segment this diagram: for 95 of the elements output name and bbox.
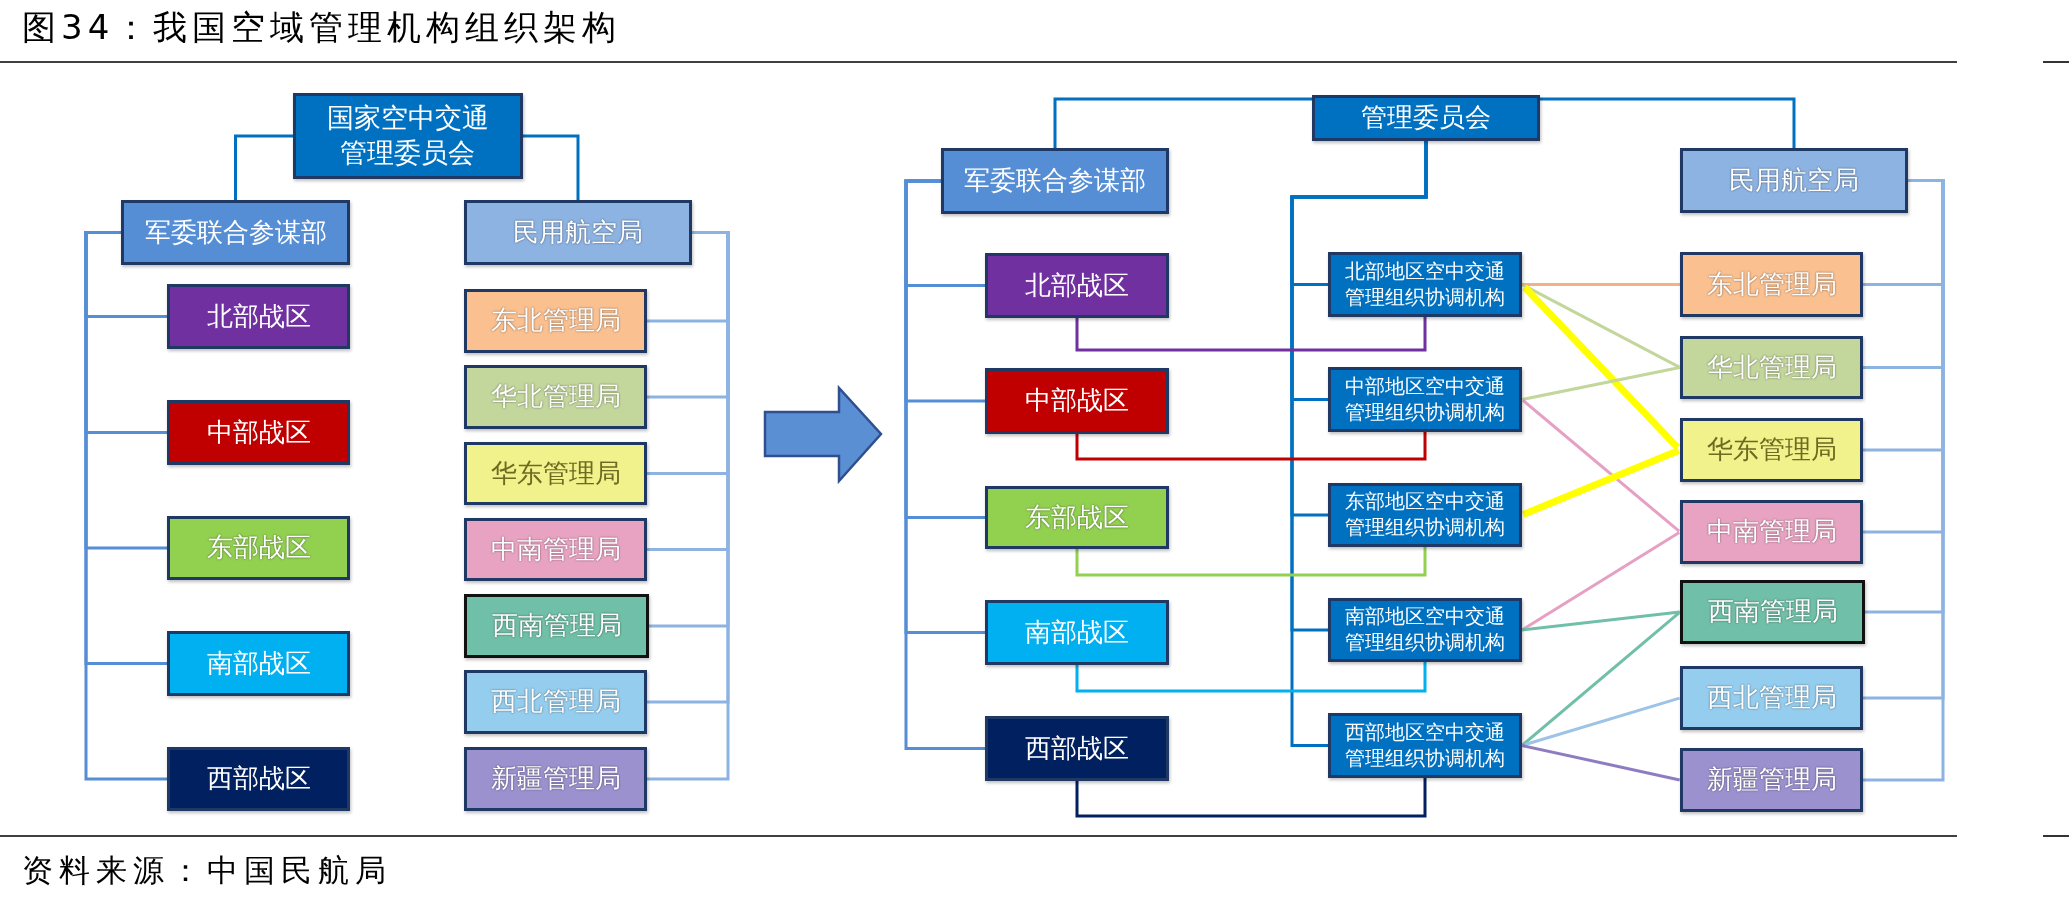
box-label: 西部地区空中交通管理组织协调机构 xyxy=(1344,719,1506,772)
box-label: 西部战区 xyxy=(206,762,311,796)
connector-line xyxy=(1075,317,1427,352)
connector-line xyxy=(1522,744,1680,782)
org-box xyxy=(985,253,1169,318)
org-box xyxy=(985,486,1169,549)
box-label: 东部地区空中交通管理组织协调机构 xyxy=(1344,489,1506,541)
source-note: 资料来源：中国民航局 xyxy=(22,852,392,890)
box-label: 西北管理局 xyxy=(1706,681,1837,715)
org-box xyxy=(1680,336,1863,399)
org-box xyxy=(1680,666,1863,730)
connector-line xyxy=(1075,547,1427,577)
org-box xyxy=(1328,367,1522,432)
box-label: 华东管理局 xyxy=(1706,433,1837,467)
connector-line xyxy=(1522,284,1680,450)
figure-title: 图34：我国空域管理机构组织架构 xyxy=(22,7,622,48)
org-box xyxy=(1680,252,1863,317)
org-box xyxy=(1328,252,1522,317)
box-label: 中南管理局 xyxy=(1706,515,1837,549)
connector-line xyxy=(523,134,580,200)
org-box xyxy=(464,365,647,429)
connector-line xyxy=(1075,432,1427,461)
box-label: 西南管理局 xyxy=(1707,595,1838,629)
org-box xyxy=(167,400,350,465)
org-box xyxy=(985,368,1169,434)
connector-line xyxy=(1522,696,1680,747)
org-box xyxy=(167,284,350,349)
org-box xyxy=(464,200,692,265)
org-box xyxy=(167,747,350,811)
box-label: 新疆管理局 xyxy=(490,762,621,796)
org-box xyxy=(1680,418,1863,482)
org-box xyxy=(464,518,647,581)
connector-line xyxy=(84,231,167,781)
connector-line xyxy=(1522,283,1680,369)
connector-line xyxy=(1522,447,1680,518)
connector-line xyxy=(1075,778,1427,818)
org-box xyxy=(293,93,523,179)
org-box xyxy=(464,594,649,658)
org-box xyxy=(1328,483,1522,547)
box-label: 西部战区 xyxy=(1025,731,1129,765)
org-box xyxy=(464,442,647,505)
box-label: 中部地区空中交通管理组织协调机构 xyxy=(1344,373,1506,426)
org-box xyxy=(1680,500,1863,564)
box-label: 北部战区 xyxy=(206,299,311,333)
connector-line xyxy=(904,179,985,750)
connector-line xyxy=(1540,97,1796,148)
box-label: 军委联合参谋部 xyxy=(964,164,1146,198)
box-label: 中部战区 xyxy=(206,415,311,449)
box-label: 西北管理局 xyxy=(490,685,621,719)
org-box xyxy=(1312,95,1540,141)
box-label: 华北管理局 xyxy=(490,380,621,414)
org-box xyxy=(1680,748,1863,812)
box-label: 中部战区 xyxy=(1025,384,1129,418)
connector-line xyxy=(1522,399,1680,533)
box-label: 南部战区 xyxy=(206,646,311,680)
box-label: 华北管理局 xyxy=(1706,350,1837,384)
connector-line xyxy=(1290,141,1428,747)
box-label: 民用航空局 xyxy=(1729,163,1859,197)
org-box xyxy=(464,747,647,811)
org-box xyxy=(985,600,1169,665)
org-box xyxy=(1328,713,1522,778)
org-box xyxy=(121,200,350,265)
box-label: 东部战区 xyxy=(206,531,311,565)
box-label: 南部地区空中交通管理组织协调机构 xyxy=(1344,604,1506,656)
box-label: 管理委员会 xyxy=(1361,101,1491,135)
org-box xyxy=(985,716,1169,781)
org-box xyxy=(464,670,647,734)
org-box xyxy=(941,148,1169,214)
org-box xyxy=(167,631,350,696)
connector-line xyxy=(1053,97,1312,148)
box-label: 东部战区 xyxy=(1025,500,1129,534)
box-label: 军委联合参谋部 xyxy=(144,215,327,249)
org-box xyxy=(464,289,647,353)
box-label: 北部地区空中交通管理组织协调机构 xyxy=(1344,258,1506,311)
connector-line xyxy=(1075,662,1427,693)
org-box xyxy=(167,516,350,580)
org-box xyxy=(1328,598,1522,662)
org-box xyxy=(1680,580,1865,644)
org-box xyxy=(1680,148,1908,213)
box-label: 新疆管理局 xyxy=(1706,763,1837,797)
box-label: 北部战区 xyxy=(1025,268,1129,302)
box-label: 东北管理局 xyxy=(1706,267,1837,301)
connector-line xyxy=(1522,366,1680,401)
box-label: 民用航空局 xyxy=(513,215,643,249)
connector-line xyxy=(1522,611,1680,746)
box-label: 中南管理局 xyxy=(490,532,621,566)
connector-line xyxy=(1522,531,1680,631)
box-label: 华东管理局 xyxy=(490,456,621,490)
connector-line xyxy=(234,134,293,200)
box-label: 南部战区 xyxy=(1025,615,1129,649)
box-label: 国家空中交通管理委员会 xyxy=(326,101,490,170)
box-label: 西南管理局 xyxy=(491,609,622,643)
box-label: 东北管理局 xyxy=(490,304,621,338)
connector-line xyxy=(1522,283,1680,286)
connector-line xyxy=(1522,610,1680,632)
